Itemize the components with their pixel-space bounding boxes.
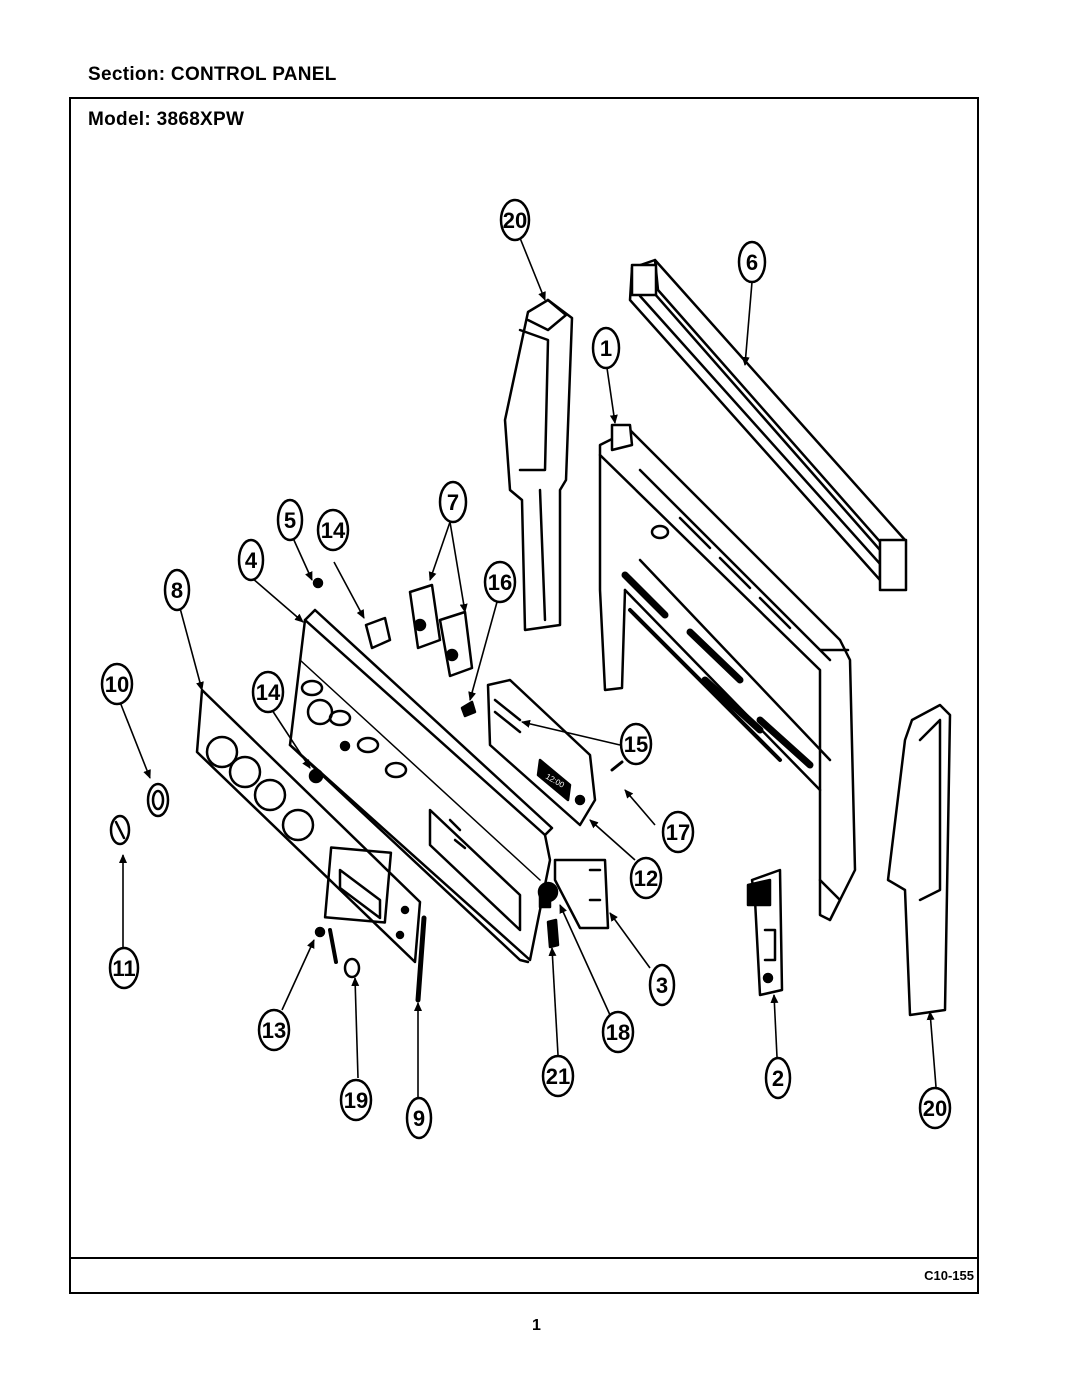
side-trim-part-20-lower	[886, 703, 952, 1017]
svg-text:16: 16	[488, 570, 512, 595]
callout-20-lower: 20	[918, 1086, 952, 1130]
callout-8: 8	[163, 568, 191, 612]
svg-text:3: 3	[656, 973, 668, 998]
knob-part-14-lower	[308, 768, 324, 784]
svg-text:17: 17	[666, 820, 690, 845]
svg-text:8: 8	[171, 578, 183, 603]
footer-divider	[69, 1257, 979, 1259]
callout-20-upper: 20	[499, 198, 531, 242]
side-bracket-part-20-upper	[503, 298, 574, 632]
callout-1: 1	[591, 326, 621, 370]
display-bracket-part-12: 12:00	[486, 678, 597, 827]
callout-19: 19	[339, 1078, 373, 1122]
callout-18: 18	[601, 1010, 635, 1054]
svg-text:15: 15	[624, 732, 648, 757]
clip-part-16	[460, 700, 477, 718]
callout-15: 15	[619, 722, 653, 766]
switch-bracket-part-2	[746, 868, 784, 997]
svg-text:10: 10	[105, 672, 129, 697]
svg-text:4: 4	[245, 548, 258, 573]
callout-4: 4	[237, 538, 265, 582]
top-rail-part-6	[628, 258, 908, 592]
callout-17: 17	[661, 810, 695, 854]
model-title: Model: 3868XPW	[88, 109, 245, 130]
svg-text:13: 13	[262, 1018, 286, 1043]
leader-lines	[119, 237, 937, 1097]
clip-part-13	[328, 928, 338, 964]
screw-part-5	[312, 577, 324, 589]
svg-text:9: 9	[413, 1106, 425, 1131]
callout-14-upper: 14	[316, 508, 350, 552]
diagram-code: C10-155	[924, 1268, 974, 1283]
svg-text:11: 11	[112, 956, 135, 981]
callout-11: 11	[108, 946, 140, 990]
callout-10: 10	[100, 662, 134, 706]
callout-12: 12	[629, 856, 663, 900]
callout-labels: 20 6 1 7 5 14 4 16 8 10 14 15 17 12 11 3…	[100, 198, 952, 1140]
callout-3: 3	[648, 963, 676, 1007]
back-panel-part-1	[598, 423, 857, 922]
svg-text:18: 18	[606, 1020, 630, 1045]
clip-part-21	[546, 918, 560, 949]
svg-text:21: 21	[546, 1064, 570, 1089]
svg-text:6: 6	[746, 250, 758, 275]
callout-21: 21	[541, 1054, 575, 1098]
callout-9: 9	[405, 1096, 433, 1140]
strip-part-17	[610, 760, 624, 772]
svg-text:20: 20	[923, 1096, 947, 1121]
diagram-frame	[69, 97, 979, 1294]
control-panel-overlay-part-8	[195, 688, 422, 964]
main-panel-part-4	[288, 608, 554, 964]
svg-text:14: 14	[321, 518, 346, 543]
svg-text:19: 19	[344, 1088, 368, 1113]
callout-14-lower: 14	[251, 670, 285, 714]
svg-text:2: 2	[772, 1066, 784, 1091]
trim-rod-part-9	[415, 915, 427, 1003]
button-part-19	[343, 957, 361, 979]
callout-7: 7	[438, 480, 468, 524]
knob-bezel-part-10	[146, 782, 170, 818]
screw-part-13	[314, 926, 326, 938]
svg-text:7: 7	[447, 490, 459, 515]
knob-part-11	[109, 814, 131, 846]
svg-text:20: 20	[503, 208, 527, 233]
svg-text:1: 1	[600, 336, 612, 361]
callout-6: 6	[737, 240, 767, 284]
svg-text:12: 12	[634, 866, 658, 891]
callout-5: 5	[276, 498, 304, 542]
svg-text:5: 5	[284, 508, 296, 533]
page-number: 1	[532, 1317, 541, 1334]
trim-strip-part-3	[553, 858, 610, 930]
switch-part-18	[537, 881, 559, 909]
section-title: Section: CONTROL PANEL	[88, 64, 337, 85]
callout-13: 13	[257, 1008, 291, 1052]
block-part-14-upper	[364, 616, 392, 650]
callout-2: 2	[764, 1056, 792, 1100]
svg-text:14: 14	[256, 680, 281, 705]
callout-16: 16	[483, 560, 517, 604]
timer-part-7	[408, 583, 474, 678]
